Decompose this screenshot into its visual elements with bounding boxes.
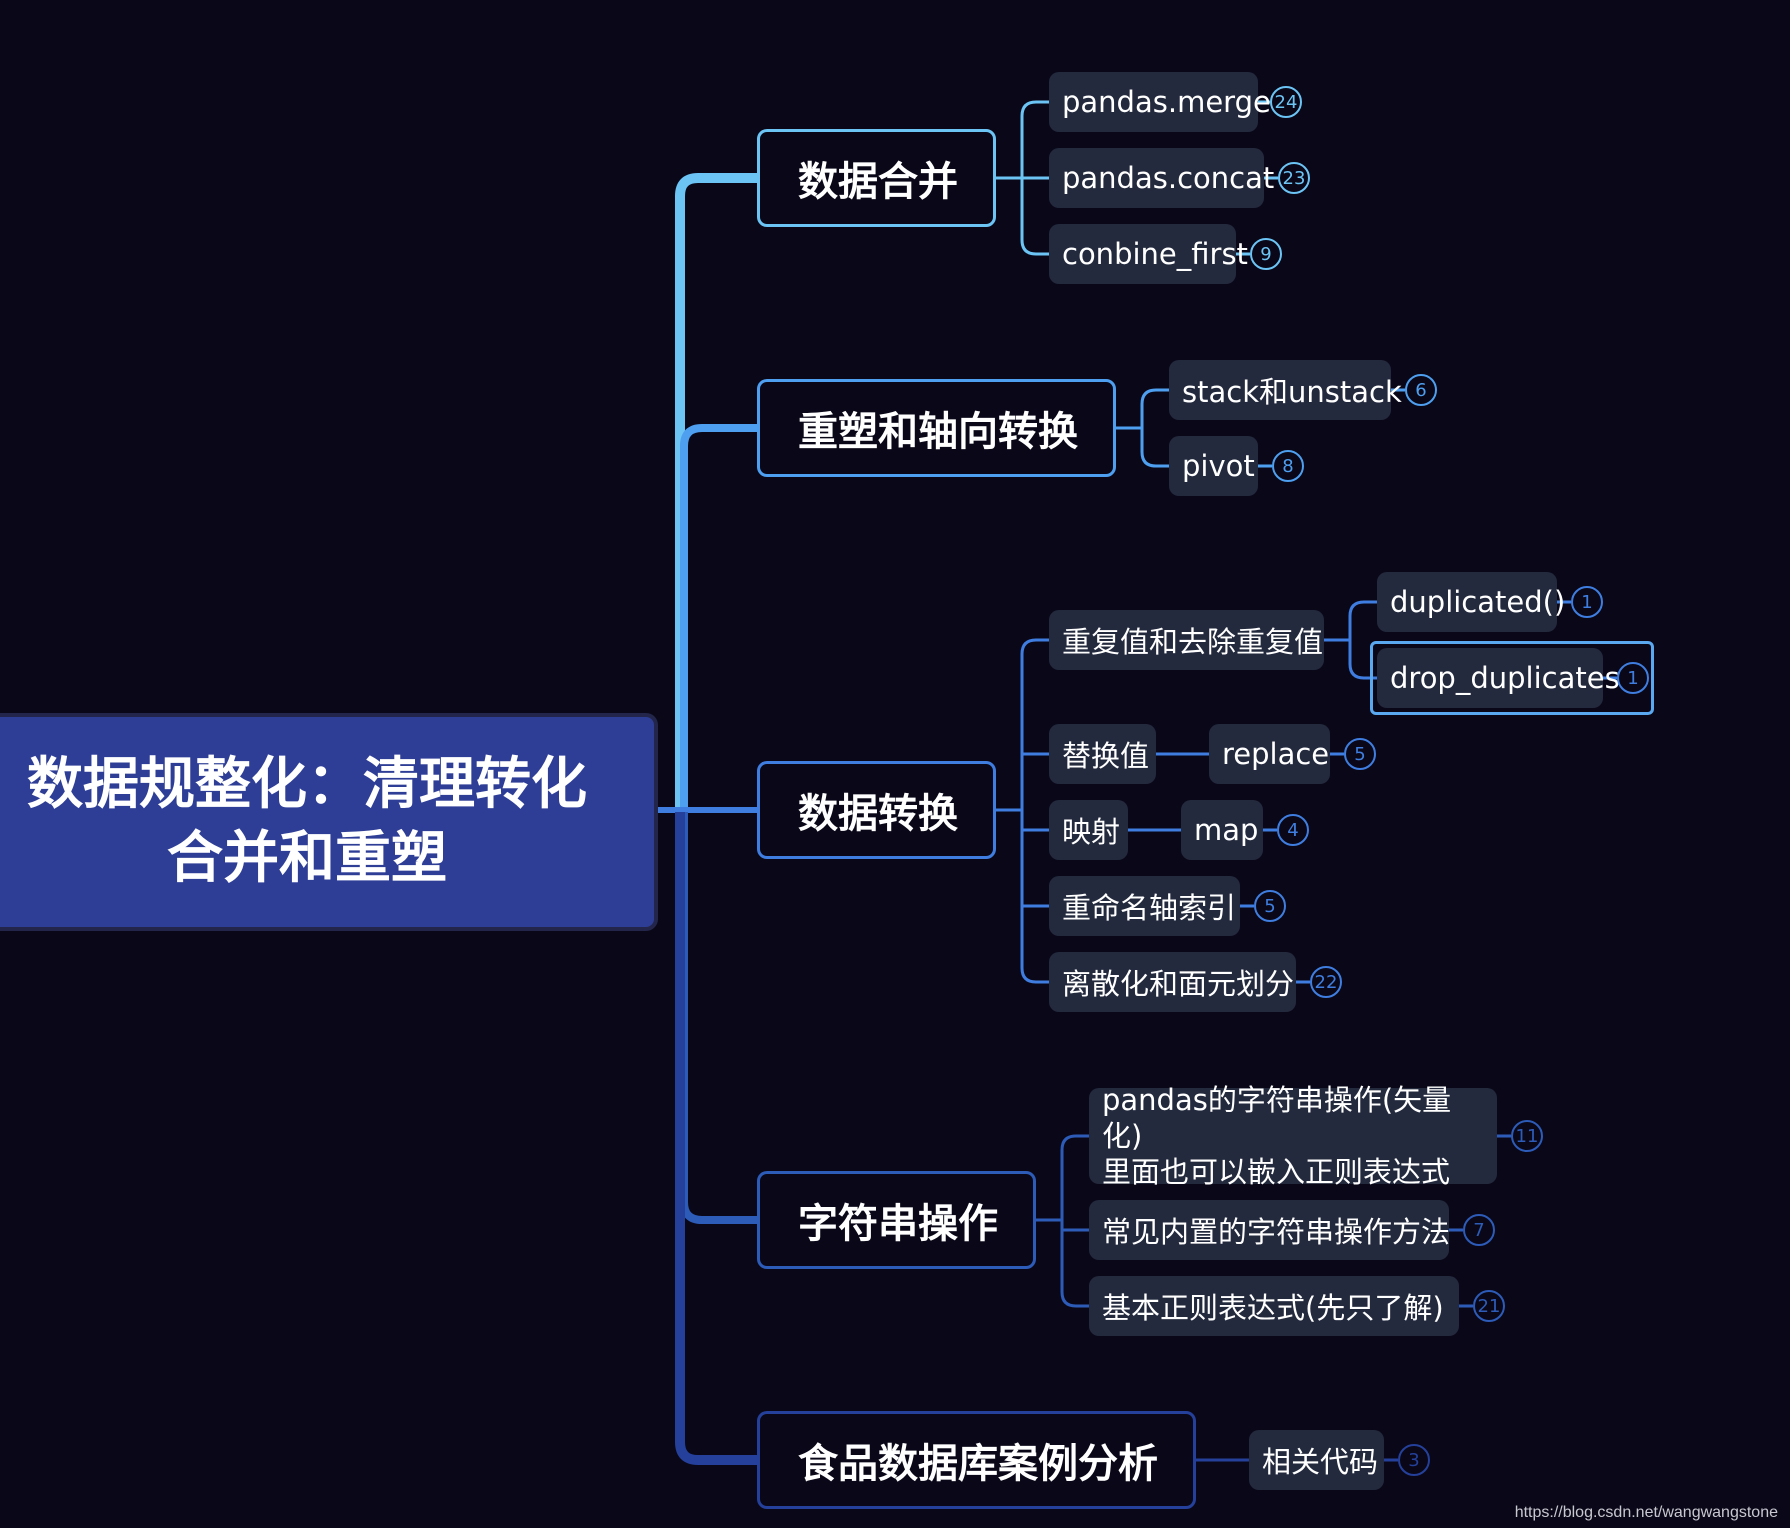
- topic-basic-regex[interactable]: 基本正则表达式(先只了解): [1089, 1276, 1459, 1336]
- topic-vectorized-string-ops[interactable]: pandas的字符串操作(矢量化) 里面也可以嵌入正则表达式: [1089, 1083, 1497, 1189]
- trunk-to-branch-1: [675, 173, 762, 815]
- badge-value: 24: [1274, 91, 1298, 113]
- topic-label: pivot: [1182, 449, 1255, 483]
- topic-drop-duplicates[interactable]: drop_duplicates: [1377, 648, 1620, 708]
- badge-value: 22: [1314, 971, 1338, 993]
- count-badge[interactable]: 5: [1344, 738, 1376, 770]
- selection-outline: [1370, 641, 1654, 715]
- branch-food-database[interactable]: 食品数据库案例分析: [757, 1411, 1196, 1509]
- watermark-credit: https://blog.csdn.net/wangwangstone: [1514, 1504, 1778, 1521]
- branch-1-bracket: [996, 100, 1049, 256]
- topic-stack-unstack[interactable]: stack和unstack: [1169, 360, 1402, 420]
- branch-label: 食品数据库案例分析: [798, 1441, 1158, 1487]
- topic-discretization[interactable]: 离散化和面元划分: [1049, 952, 1296, 1012]
- branch-label: 数据合并: [798, 159, 958, 205]
- topic-label: pandas.merge: [1062, 85, 1271, 119]
- topic-label: 重复值和去除重复值: [1062, 625, 1324, 659]
- topic-duplicated[interactable]: duplicated(): [1377, 572, 1565, 632]
- badge-value: 3: [1408, 1449, 1420, 1471]
- topic-label: 映射: [1062, 815, 1121, 849]
- topic-label: pandas.concat: [1062, 161, 1275, 195]
- topic-label: duplicated(): [1390, 585, 1566, 619]
- topic-label: 基本正则表达式(先只了解): [1102, 1291, 1444, 1325]
- root-topic-text: 数据规整化：清理转化 合并和重塑: [27, 748, 627, 896]
- badge-value: 11: [1515, 1125, 1539, 1147]
- count-badge[interactable]: 8: [1272, 450, 1304, 482]
- count-badge[interactable]: 6: [1405, 374, 1437, 406]
- count-badge[interactable]: 5: [1254, 890, 1286, 922]
- root-line-1: 数据规整化：清理转化: [27, 752, 587, 817]
- topic-label: drop_duplicates: [1390, 661, 1620, 695]
- count-badge[interactable]: 1: [1571, 586, 1603, 618]
- trunk-to-branch-2: [680, 424, 757, 810]
- count-badge[interactable]: 1: [1617, 662, 1649, 694]
- branch-3-bracket: [996, 638, 1049, 984]
- topic-related-code[interactable]: 相关代码: [1249, 1430, 1384, 1490]
- topic-rename-axis[interactable]: 重命名轴索引: [1049, 876, 1240, 936]
- topic-builtin-string-methods[interactable]: 常见内置的字符串操作方法: [1089, 1200, 1451, 1260]
- badge-value: 6: [1415, 379, 1427, 401]
- count-badge[interactable]: 11: [1511, 1120, 1543, 1152]
- branch-reshape-pivot[interactable]: 重塑和轴向转换: [757, 379, 1116, 477]
- topic-replace[interactable]: replace: [1209, 724, 1330, 784]
- dup-bracket: [1324, 600, 1377, 680]
- topic-label: 离散化和面元划分: [1062, 967, 1295, 1001]
- count-badge[interactable]: 7: [1463, 1214, 1495, 1246]
- branch-data-transform[interactable]: 数据转换: [757, 761, 996, 859]
- branch-label: 字符串操作: [798, 1201, 998, 1247]
- topic-duplicates[interactable]: 重复值和去除重复值: [1049, 610, 1324, 670]
- topic-label: replace: [1222, 737, 1330, 771]
- branch-label: 数据转换: [798, 791, 958, 837]
- count-badge[interactable]: 23: [1278, 162, 1310, 194]
- count-badge[interactable]: 4: [1277, 814, 1309, 846]
- count-badge[interactable]: 24: [1270, 86, 1302, 118]
- badge-value: 4: [1287, 819, 1299, 841]
- badge-value: 5: [1354, 743, 1366, 765]
- badge-value: 23: [1282, 167, 1306, 189]
- branch-label: 重塑和轴向转换: [798, 409, 1078, 455]
- trunk-to-branch-4: [680, 812, 757, 1224]
- branch-data-merge[interactable]: 数据合并: [757, 129, 996, 227]
- badge-value: 7: [1473, 1219, 1485, 1241]
- root-topic[interactable]: 数据规整化：清理转化 合并和重塑: [0, 713, 658, 931]
- topic-combine-first[interactable]: conbine_first: [1049, 224, 1248, 284]
- topic-pandas-merge[interactable]: pandas.merge: [1049, 72, 1271, 132]
- root-line-2: 合并和重塑: [167, 826, 447, 891]
- trunk-to-branch-5: [675, 812, 757, 1465]
- badge-value: 8: [1282, 455, 1294, 477]
- topic-mapping[interactable]: 映射: [1049, 800, 1128, 860]
- branch-2-bracket: [1116, 388, 1169, 468]
- count-badge[interactable]: 9: [1250, 238, 1282, 270]
- badge-value: 1: [1627, 667, 1639, 689]
- topic-label: 替换值: [1062, 739, 1150, 773]
- topic-replace-values[interactable]: 替换值: [1049, 724, 1156, 784]
- badge-value: 9: [1260, 243, 1272, 265]
- topic-label: conbine_first: [1062, 237, 1248, 271]
- badge-value: 1: [1581, 591, 1593, 613]
- branch-4-bracket: [1036, 1134, 1089, 1308]
- topic-label: 相关代码: [1262, 1445, 1379, 1479]
- topic-label: 常见内置的字符串操作方法: [1102, 1215, 1451, 1249]
- topic-pivot[interactable]: pivot: [1169, 436, 1258, 496]
- topic-map[interactable]: map: [1181, 800, 1263, 860]
- count-badge[interactable]: 21: [1473, 1290, 1505, 1322]
- topic-label: stack和unstack: [1182, 375, 1402, 409]
- count-badge[interactable]: 22: [1310, 966, 1342, 998]
- branch-string-ops[interactable]: 字符串操作: [757, 1171, 1036, 1269]
- badge-value: 21: [1477, 1295, 1501, 1317]
- count-badge[interactable]: 3: [1398, 1444, 1430, 1476]
- badge-value: 5: [1264, 895, 1276, 917]
- topic-pandas-concat[interactable]: pandas.concat: [1049, 148, 1274, 208]
- topic-label: pandas的字符串操作(矢量化) 里面也可以嵌入正则表达式: [1102, 1083, 1452, 1189]
- topic-label: map: [1194, 813, 1259, 847]
- topic-label: 重命名轴索引: [1062, 891, 1237, 925]
